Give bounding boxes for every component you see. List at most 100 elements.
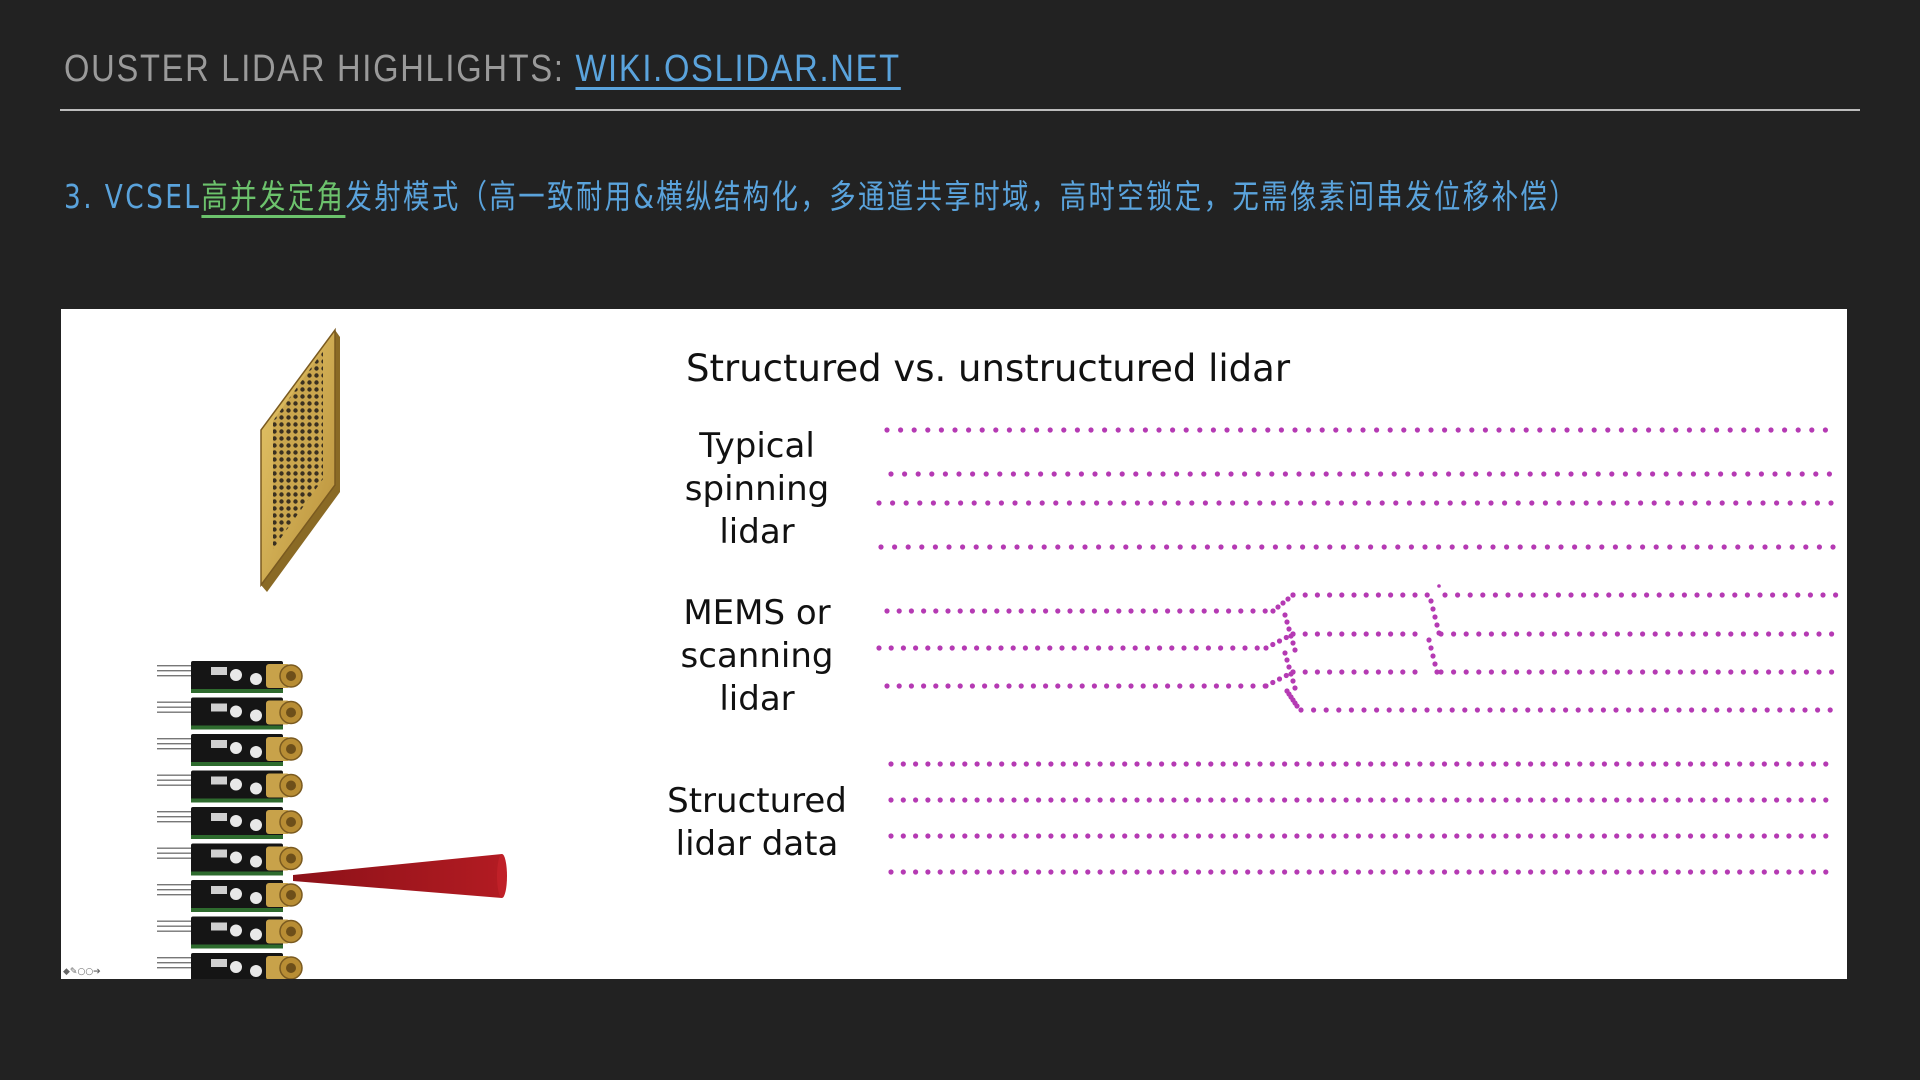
lidar-point	[1041, 544, 1047, 550]
lidar-point	[1286, 544, 1292, 550]
lidar-point	[1512, 707, 1518, 713]
lidar-point	[949, 761, 956, 767]
lidar-point	[1552, 761, 1558, 767]
lidar-point	[1488, 631, 1494, 637]
wiki-link[interactable]: WIKI.OSLIDAR.NET	[575, 48, 901, 90]
lidar-point	[1368, 833, 1374, 839]
lidar-point	[1424, 592, 1430, 598]
lidar-point	[1208, 797, 1214, 803]
lidar-point	[1782, 427, 1788, 433]
lidar-point	[1381, 544, 1387, 550]
lidar-point	[1282, 797, 1288, 803]
slide-nav-icons[interactable]: ◆✎○○➔	[63, 967, 101, 977]
lidar-point	[1673, 427, 1679, 433]
lidar-point	[1830, 544, 1836, 550]
lidar-point	[1540, 797, 1546, 803]
lidar-point	[1282, 869, 1288, 875]
lidar-point	[1405, 471, 1411, 477]
lidar-point	[1686, 427, 1692, 433]
lidar-point	[974, 833, 980, 839]
lidar-point	[1380, 833, 1386, 839]
lidar-point	[1024, 471, 1030, 477]
lidar-point	[1455, 427, 1461, 433]
lidar-point	[1079, 608, 1085, 614]
lidar-point	[1134, 833, 1140, 839]
lidar-point	[1428, 427, 1434, 433]
lidar-point	[1311, 500, 1317, 506]
lidar-point	[1570, 500, 1576, 506]
lidar-point	[1066, 500, 1072, 506]
lidar-point	[1257, 797, 1263, 803]
subtitle-highlight[interactable]: 高并发定角	[201, 177, 346, 216]
lidar-point	[1152, 608, 1158, 614]
lidar-point	[884, 608, 890, 614]
lidar-point	[999, 761, 1005, 767]
lidar-point	[937, 761, 943, 767]
lidar-point	[1375, 631, 1381, 637]
lidar-point	[1651, 797, 1657, 803]
lidar-point	[997, 471, 1003, 477]
slide-subtitle: 3. VCSEL高并发定角发射模式（高一致耐用&横纵结构化，多通道共享时域，高时…	[64, 170, 1578, 218]
lidar-point	[944, 500, 950, 506]
lidar-point	[1582, 471, 1588, 477]
lidar-point	[1543, 592, 1549, 598]
lidar-point	[1269, 471, 1275, 477]
lidar-point	[917, 500, 923, 506]
lidar-point	[1558, 544, 1564, 550]
lidar-point	[1791, 669, 1797, 675]
lidar-point	[1776, 544, 1782, 550]
label-line: lidar	[719, 679, 795, 719]
lidar-point	[1400, 592, 1406, 598]
lidar-point	[1310, 471, 1316, 477]
lidar-point	[1096, 544, 1102, 550]
lidar-point	[1703, 669, 1709, 675]
lidar-point	[1011, 833, 1017, 839]
lidar-point	[1689, 707, 1695, 713]
lidar-point	[1555, 592, 1561, 598]
lidar-point	[1803, 631, 1809, 637]
lidar-point	[1728, 631, 1734, 637]
lidar-point	[1088, 427, 1094, 433]
lidar-point	[1144, 645, 1150, 651]
lidar-point	[986, 869, 993, 875]
lidar-point	[979, 427, 985, 433]
lidar-point	[1638, 833, 1644, 839]
lidar-point	[1169, 645, 1175, 651]
lidar-point	[1363, 669, 1369, 675]
lidar-point	[999, 797, 1005, 803]
lidar-point	[1097, 869, 1103, 875]
lidar-point	[908, 608, 915, 614]
lidar-point	[1318, 833, 1325, 839]
lidar-point	[1712, 761, 1718, 767]
lidar-point	[1718, 471, 1724, 477]
lidar-point	[1474, 500, 1480, 506]
lidar-point	[982, 608, 988, 614]
lidar-point	[1540, 833, 1546, 839]
lidar-point	[1510, 427, 1516, 433]
lidar-point	[1288, 633, 1294, 639]
lidar-point	[1091, 608, 1097, 614]
lidar-point	[1585, 544, 1591, 550]
lidar-point	[1823, 833, 1829, 839]
lidar-point	[1177, 544, 1183, 550]
lidar-point	[1039, 500, 1045, 506]
lidar-point	[1476, 669, 1482, 675]
lidar-point	[1104, 683, 1110, 689]
lidar-point	[1159, 869, 1165, 875]
lidar-point	[1675, 869, 1681, 875]
lidar-point	[1663, 797, 1669, 803]
lidar-point	[1753, 631, 1759, 637]
lidar-point	[933, 608, 939, 614]
lidar-point	[1731, 471, 1737, 477]
lidar-point	[1189, 608, 1195, 614]
lidar-point	[1694, 592, 1700, 598]
lidar-point	[1556, 500, 1562, 506]
lidar-point	[1292, 685, 1298, 691]
lidar-point	[1313, 544, 1319, 550]
lidar-point	[1651, 761, 1657, 767]
lidar-point	[1165, 608, 1171, 614]
lidar-point	[1018, 683, 1024, 689]
lidar-point	[1272, 544, 1278, 550]
lidar-point	[1392, 761, 1398, 767]
lidar-point	[1473, 471, 1479, 477]
